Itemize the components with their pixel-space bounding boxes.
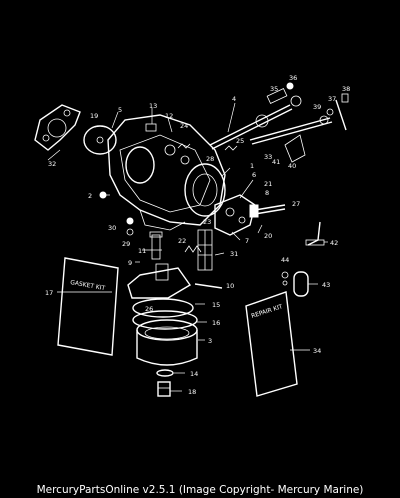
copyright-footer: MercuryPartsOnline v2.5.1 (Image Copyrig… xyxy=(36,484,364,496)
callout-3: 3 xyxy=(208,337,212,345)
part-screw-38 xyxy=(341,93,349,103)
callout-14: 14 xyxy=(190,370,198,378)
part-bulb-43 xyxy=(293,271,309,297)
callout-35: 35 xyxy=(270,85,278,93)
callout-41: 41 xyxy=(272,158,280,166)
part-float-9 xyxy=(127,263,192,299)
leader-lines xyxy=(47,102,328,392)
callout-11: 11 xyxy=(138,247,146,255)
callout-19: 19 xyxy=(90,112,98,120)
callout-24: 24 xyxy=(180,122,188,130)
part-bowl-gasket-15 xyxy=(132,298,194,318)
callout-43: 43 xyxy=(322,281,330,289)
callout-15: 15 xyxy=(212,301,220,309)
part-fuel-line-42 xyxy=(305,221,325,246)
callout-40: 40 xyxy=(288,162,296,170)
callout-27: 27 xyxy=(292,200,300,208)
callout-17: 17 xyxy=(45,289,53,297)
gasket-kit-label: GASKET KIT xyxy=(70,279,106,292)
callout-9: 9 xyxy=(128,259,132,267)
part-bowl-screw-18 xyxy=(157,381,171,397)
callout-23: 23 xyxy=(203,218,211,226)
part-main-jet-11 xyxy=(149,231,163,260)
repair-kit-34: REPAIR KIT xyxy=(245,291,298,397)
callout-25: 25 xyxy=(236,137,244,145)
callout-28: 28 xyxy=(206,155,214,163)
part-needle-valve-31 xyxy=(184,229,213,271)
repair-kit-label: REPAIR KIT xyxy=(250,303,283,320)
part-gasket-32 xyxy=(34,104,81,151)
callout-12: 12 xyxy=(165,112,173,120)
part-fitting-44 xyxy=(281,271,289,286)
callout-30: 30 xyxy=(108,224,116,232)
callout-37: 37 xyxy=(328,95,336,103)
part-throttle-shaft-4 xyxy=(209,88,302,150)
part-float-bowl-plate-7 xyxy=(214,194,256,236)
callout-32: 32 xyxy=(48,160,56,168)
callout-8: 8 xyxy=(265,189,269,197)
callout-29: 29 xyxy=(122,240,130,248)
part-plug-13 xyxy=(145,123,157,132)
part-screw-36 xyxy=(286,82,294,90)
part-washer-30 xyxy=(126,228,134,236)
gasket-kit-17: GASKET KIT xyxy=(57,257,119,356)
exploded-parts-diagram: GASKET KIT REPAIR KIT 1 2 3 4 5 xyxy=(34,74,350,397)
part-screw-29 xyxy=(126,217,134,225)
callout-18: 18 xyxy=(188,388,196,396)
part-float-pin-10 xyxy=(194,283,223,289)
callout-2: 2 xyxy=(88,192,92,200)
callout-numbers: 1 2 3 4 5 6 7 8 9 10 11 12 13 14 15 16 1… xyxy=(45,74,350,396)
callout-33: 33 xyxy=(264,153,272,161)
part-carburetor-body-1 xyxy=(107,114,226,231)
callout-4: 4 xyxy=(232,95,236,103)
callout-42: 42 xyxy=(330,239,338,247)
part-screw-27 xyxy=(249,204,286,218)
callout-13: 13 xyxy=(149,102,157,110)
part-bowl-gasket-16 xyxy=(132,310,198,330)
callout-38: 38 xyxy=(342,85,350,93)
callout-26: 26 xyxy=(145,305,153,313)
callout-20: 20 xyxy=(264,232,272,240)
callout-10: 10 xyxy=(226,282,234,290)
callout-16: 16 xyxy=(212,319,220,327)
callout-39: 39 xyxy=(313,103,321,111)
part-spring-25 xyxy=(224,145,238,151)
callout-31: 31 xyxy=(230,250,238,258)
part-clip-37 xyxy=(326,108,334,116)
callout-34: 34 xyxy=(313,347,321,355)
callout-5: 5 xyxy=(118,106,122,114)
part-float-bowl-3 xyxy=(136,319,198,366)
callout-36: 36 xyxy=(289,74,297,82)
part-spring-24 xyxy=(177,143,191,149)
callout-22: 22 xyxy=(178,237,186,245)
callout-1: 1 xyxy=(250,162,254,170)
callout-44: 44 xyxy=(281,256,289,264)
callout-21: 21 xyxy=(264,180,272,188)
part-diaphragm-5 xyxy=(83,125,117,155)
callout-7: 7 xyxy=(245,237,249,245)
callout-6: 6 xyxy=(252,171,256,179)
part-linkage-39-40 xyxy=(249,99,347,163)
part-washer-14 xyxy=(156,369,174,377)
